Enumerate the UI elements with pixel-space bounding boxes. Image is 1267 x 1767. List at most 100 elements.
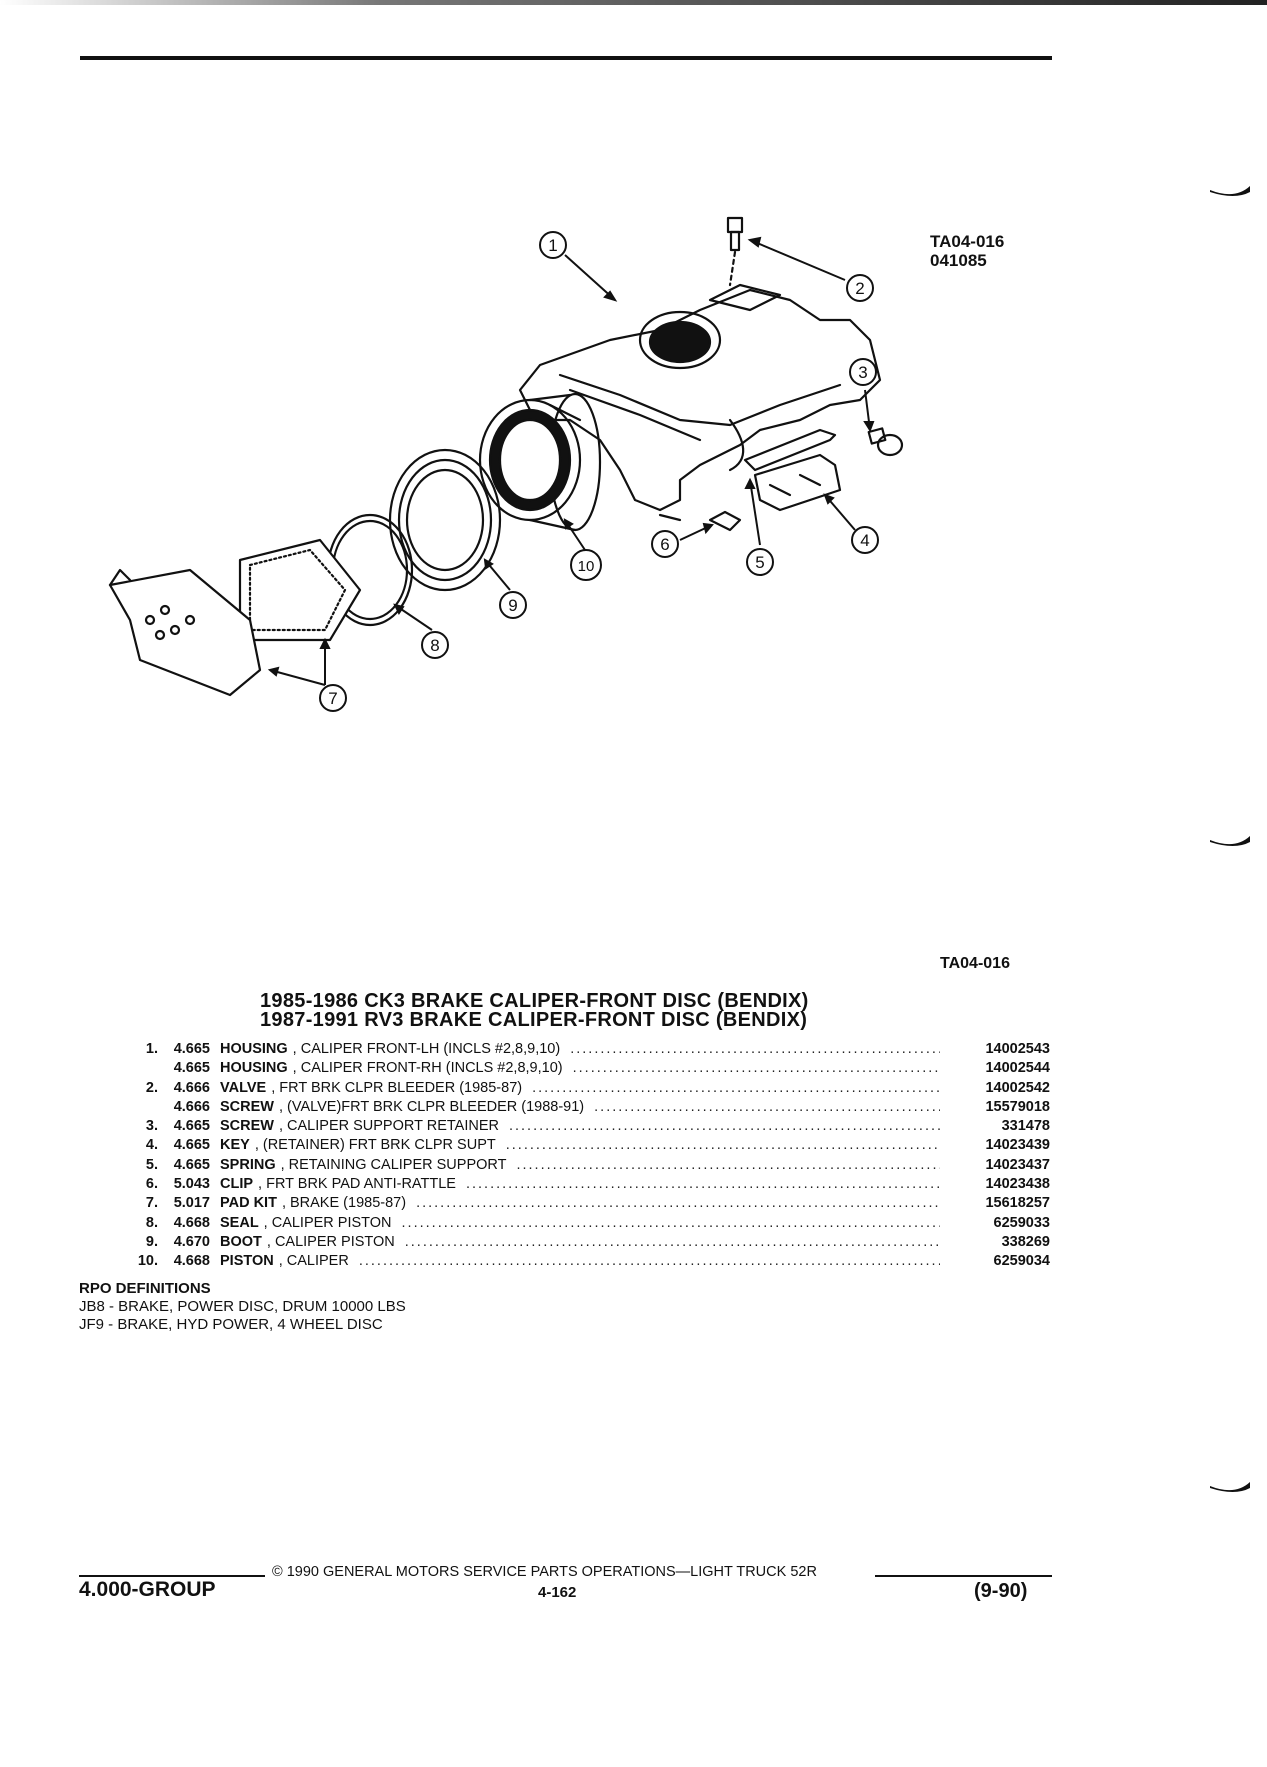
- parts-list: 1. 4.665 HOUSING , CALIPER FRONT-LH (INC…: [130, 1040, 1050, 1272]
- rpo-definitions: RPO DEFINITIONS JB8 - BRAKE, POWER DISC,…: [79, 1280, 406, 1334]
- group-number: 5.017: [173, 1195, 210, 1212]
- part-number: 14002542: [985, 1079, 1050, 1096]
- group-number: 4.665: [173, 1156, 210, 1173]
- part-number: 15618257: [985, 1195, 1050, 1212]
- group-number: 4.665: [173, 1118, 210, 1135]
- key-drawing: [753, 453, 842, 512]
- leader-dots: [516, 1156, 940, 1175]
- group-number: 4.668: [173, 1214, 210, 1231]
- spring-drawing: [743, 428, 837, 472]
- part-row: 3. 4.665 SCREW , CALIPER SUPPORT RETAINE…: [130, 1117, 1050, 1136]
- part-name: VALVE: [220, 1079, 267, 1096]
- part-name: PAD KIT: [220, 1195, 277, 1212]
- callout-8: 8: [421, 631, 449, 659]
- callout-1: 1: [539, 231, 567, 259]
- callout-7: 7: [319, 684, 347, 712]
- part-description: , FRT BRK CLPR BLEEDER (1985-87): [271, 1079, 523, 1096]
- footer-group-label: 4.000-GROUP: [79, 1578, 216, 1601]
- svg-text:2: 2: [855, 279, 864, 298]
- part-name: BOOT: [220, 1233, 262, 1250]
- part-row: 4.666 SCREW , (VALVE)FRT BRK CLPR BLEEDE…: [130, 1098, 1050, 1117]
- part-name: SPRING: [220, 1156, 276, 1173]
- footer-rule-left: [79, 1575, 265, 1577]
- scan-edge: [0, 0, 1267, 5]
- part-description: , (RETAINER) FRT BRK CLPR SUPT: [254, 1137, 496, 1154]
- leader-dots: [594, 1098, 940, 1117]
- section-titles: 1985-1986 CK3 BRAKE CALIPER-FRONT DISC (…: [260, 990, 920, 1031]
- callout-6: 6: [651, 530, 679, 558]
- part-name: KEY: [220, 1137, 250, 1154]
- footer-page-number: 4-162: [538, 1584, 577, 1601]
- binder-ring-mark: [1210, 1482, 1250, 1492]
- part-name: SCREW: [220, 1098, 274, 1115]
- item-number: 5.: [145, 1156, 158, 1173]
- leader-dots: [402, 1214, 940, 1233]
- part-number: 14023437: [985, 1156, 1050, 1173]
- part-number: 6259033: [993, 1214, 1050, 1231]
- piston-drawing: [478, 392, 602, 532]
- part-description: , CALIPER: [278, 1253, 349, 1270]
- group-number: 4.665: [173, 1060, 210, 1077]
- part-description: , CALIPER FRONT-LH (INCLS #2,8,9,10): [292, 1041, 561, 1057]
- footer-rule-right: [875, 1575, 1052, 1577]
- part-row: 6. 5.043 CLIP , FRT BRK PAD ANTI-RATTLE …: [130, 1175, 1050, 1194]
- part-description: , CALIPER SUPPORT RETAINER: [278, 1118, 499, 1135]
- retainer-screw-drawing: [867, 427, 904, 457]
- item-number: 8.: [145, 1214, 158, 1231]
- diagram-ref-number: 041085: [930, 251, 987, 270]
- rpo-item: JF9 - BRAKE, HYD POWER, 4 WHEEL DISC: [79, 1316, 383, 1333]
- group-number: 4.670: [173, 1233, 210, 1250]
- leader-dots: [466, 1175, 940, 1194]
- figure-code: TA04-016: [940, 955, 1010, 972]
- leader-dots: [359, 1252, 940, 1271]
- svg-text:1: 1: [548, 236, 557, 255]
- callout-2: 2: [846, 274, 874, 302]
- part-name: HOUSING: [220, 1041, 288, 1057]
- diagram-reference: TA04-016 041085: [930, 232, 1004, 270]
- brake-pads-drawing: [108, 538, 362, 697]
- part-row: 4.665 HOUSING , CALIPER FRONT-RH (INCLS …: [130, 1059, 1050, 1078]
- group-number: 5.043: [173, 1176, 210, 1193]
- header-rule: [80, 56, 1052, 60]
- part-name: CLIP: [220, 1176, 254, 1193]
- caliper-housing-drawing: [518, 283, 882, 522]
- diagram-ref-code: TA04-016: [930, 232, 1005, 251]
- part-number: 14023439: [985, 1137, 1050, 1154]
- rpo-heading: RPO DEFINITIONS: [79, 1280, 211, 1297]
- item-number: 7.: [145, 1195, 158, 1212]
- part-description: , FRT BRK PAD ANTI-RATTLE: [258, 1176, 456, 1193]
- part-description: , (VALVE)FRT BRK CLPR BLEEDER (1988-91): [278, 1098, 585, 1115]
- item-number: 1.: [145, 1041, 158, 1057]
- group-number: 4.666: [173, 1098, 210, 1115]
- part-number: 14002544: [985, 1060, 1050, 1077]
- item-number: 4.: [145, 1137, 158, 1154]
- part-row: 1. 4.665 HOUSING , CALIPER FRONT-LH (INC…: [130, 1040, 1050, 1059]
- part-number: 14023438: [985, 1176, 1050, 1193]
- part-description: , BRAKE (1985-87): [281, 1195, 407, 1212]
- section-title-rv3: 1987-1991 RV3 BRAKE CALIPER-FRONT DISC (…: [260, 1009, 808, 1031]
- svg-text:5: 5: [755, 553, 764, 572]
- group-number: 4.666: [173, 1079, 210, 1096]
- section-title-ck3: 1985-1986 CK3 BRAKE CALIPER-FRONT DISC (…: [260, 990, 809, 1012]
- part-description: , CALIPER PISTON: [263, 1214, 392, 1231]
- svg-text:7: 7: [328, 689, 337, 708]
- svg-text:4: 4: [860, 531, 869, 550]
- binder-ring-mark: [1210, 186, 1250, 196]
- bleeder-valve-drawing: [726, 216, 744, 287]
- part-row: 7. 5.017 PAD KIT , BRAKE (1985-87) 15618…: [130, 1194, 1050, 1213]
- leader-dots: [570, 1040, 940, 1059]
- part-number: 338269: [1001, 1233, 1050, 1250]
- leader-dots: [416, 1194, 940, 1213]
- part-number: 14002543: [985, 1041, 1050, 1057]
- group-number: 4.668: [173, 1253, 210, 1270]
- part-row: 2. 4.666 VALVE , FRT BRK CLPR BLEEDER (1…: [130, 1079, 1050, 1098]
- part-name: PISTON: [220, 1253, 274, 1270]
- part-number: 15579018: [985, 1098, 1050, 1115]
- callout-9: 9: [499, 591, 527, 619]
- svg-text:6: 6: [660, 535, 669, 554]
- part-description: , CALIPER FRONT-RH (INCLS #2,8,9,10): [292, 1060, 563, 1077]
- leader-dots: [573, 1059, 940, 1078]
- svg-text:10: 10: [578, 558, 595, 575]
- svg-text:3: 3: [858, 363, 867, 382]
- callout-5: 5: [746, 548, 774, 576]
